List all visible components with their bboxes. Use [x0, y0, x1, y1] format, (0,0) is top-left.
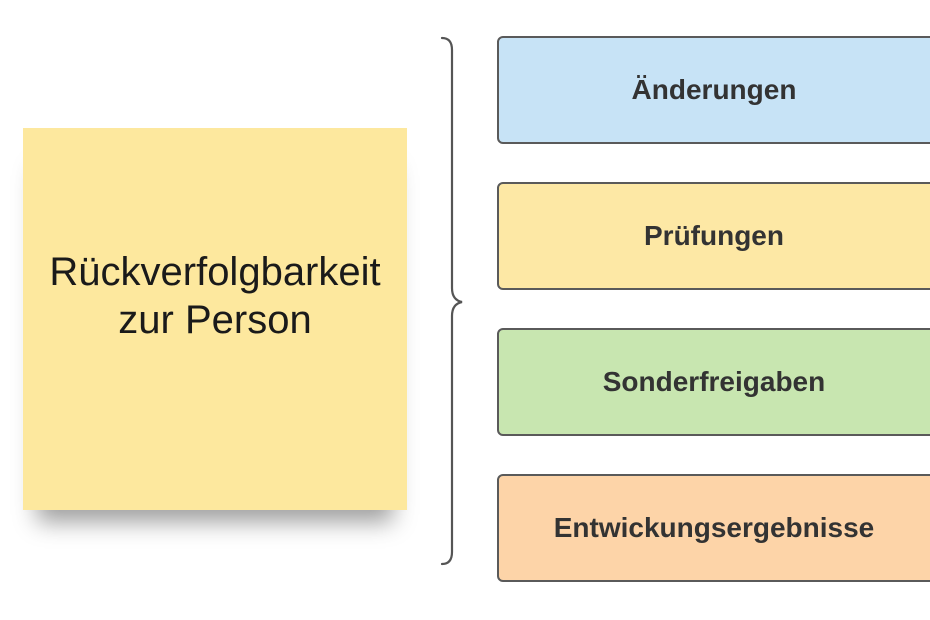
item-label: Entwickungsergebnisse — [553, 512, 875, 543]
main-sticky-note[interactable]: Rückverfolgbarkeit zur Person — [23, 128, 407, 510]
item-box-entwickungsergebnisse[interactable]: Entwickungsergebnisse — [497, 474, 930, 582]
item-label: Änderungen — [631, 74, 797, 105]
item-box-sonderfreigaben[interactable]: Sonderfreigaben — [497, 328, 930, 436]
item-label: Sonderfreigaben — [602, 366, 826, 397]
item-box-pruefungen[interactable]: Prüfungen — [497, 182, 930, 290]
curly-brace-connector — [440, 36, 463, 566]
item-box-aenderungen[interactable]: Änderungen — [497, 36, 930, 144]
main-note-text: Rückverfolgbarkeit zur Person — [49, 250, 381, 342]
item-label: Prüfungen — [644, 220, 784, 251]
